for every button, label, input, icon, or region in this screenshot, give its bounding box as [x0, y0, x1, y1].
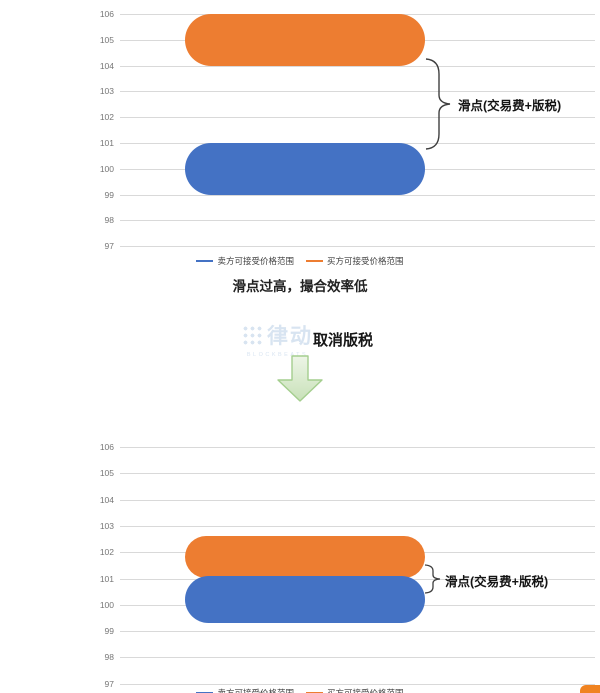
- watermark-cn-text: 律动: [267, 325, 313, 348]
- gridline: [120, 65, 595, 67]
- legend-item-seller: 卖方可接受价格范围: [196, 255, 294, 267]
- blockbeats-watermark-icon: [242, 325, 262, 345]
- gridline: [120, 246, 595, 248]
- watermark-en-text: BLOCKBEATS: [246, 352, 309, 358]
- y-tick-label: 99: [104, 626, 114, 637]
- gridline: [120, 220, 595, 222]
- y-tick-label: 101: [99, 573, 114, 584]
- seller-legend-label: 卖方可接受价格范围: [217, 256, 294, 266]
- watermark-row: 律动: [242, 320, 313, 350]
- y-tick-label: 100: [99, 599, 114, 610]
- y-tick-label: 104: [99, 494, 114, 505]
- legend-item-seller: 卖方可接受价格范围: [196, 687, 294, 693]
- y-tick-label: 102: [99, 112, 114, 123]
- legend-item-buyer: 买方可接受价格范围: [306, 255, 404, 267]
- y-tick-label: 105: [99, 34, 114, 45]
- blockbeats-logo-icon: [580, 685, 600, 693]
- slippage-annotation-top: 滑点(交易费+版税): [458, 99, 562, 113]
- y-tick-label: 98: [104, 652, 114, 663]
- gridline: [120, 499, 595, 501]
- brace-bottom-icon: [424, 564, 441, 594]
- seller-legend-marker: [196, 691, 214, 693]
- y-tick-label: 97: [104, 241, 114, 252]
- seller-range-pill: [185, 575, 425, 624]
- legend-top: 卖方可接受价格范围 买方可接受价格范围: [0, 255, 600, 267]
- gridline: [120, 194, 595, 196]
- y-tick-label: 98: [104, 215, 114, 226]
- gridline: [120, 473, 595, 475]
- y-tick-label: 103: [99, 86, 114, 97]
- y-tick-label: 103: [99, 520, 114, 531]
- legend-bottom: 卖方可接受价格范围 买方可接受价格范围: [0, 687, 600, 693]
- y-tick-label: 97: [104, 678, 114, 689]
- y-tick-label: 105: [99, 468, 114, 479]
- gridline: [120, 631, 595, 633]
- y-tick-label: 106: [99, 9, 114, 19]
- y-tick-label: 104: [99, 60, 114, 71]
- seller-legend-marker: [196, 259, 214, 263]
- y-tick-label: 106: [99, 442, 114, 452]
- transition-label: 取消版税: [313, 332, 374, 349]
- gridline: [120, 525, 595, 527]
- legend-item-buyer: 买方可接受价格范围: [306, 687, 404, 693]
- down-arrow-icon: [277, 355, 323, 402]
- y-tick-label: 100: [99, 163, 114, 174]
- gridline: [120, 683, 595, 685]
- gridline: [120, 91, 595, 93]
- buyer-range-pill: [185, 14, 425, 66]
- caption-text: 滑点过高，撮合效率低: [232, 279, 368, 294]
- buyer-legend-label: 买方可接受价格范围: [327, 256, 404, 266]
- y-tick-label: 102: [99, 547, 114, 558]
- buyer-legend-marker: [306, 259, 323, 263]
- y-tick-label: 99: [104, 189, 114, 200]
- brace-top-icon: [425, 58, 451, 150]
- y-tick-label: 101: [99, 138, 114, 148]
- gridline: [120, 447, 595, 448]
- gridline: [120, 117, 595, 119]
- watermark-blockbeats: 律动 BLOCKBEATS: [242, 320, 313, 358]
- gridline: [120, 657, 595, 659]
- seller-legend-label: 卖方可接受价格范围: [217, 688, 294, 693]
- buyer-legend-label: 买方可接受价格范围: [327, 688, 404, 693]
- seller-range-pill: [185, 143, 425, 195]
- buyer-range-pill: [185, 536, 425, 579]
- slippage-annotation-bottom: 滑点(交易费+版税): [445, 575, 549, 589]
- buyer-legend-marker: [306, 691, 323, 693]
